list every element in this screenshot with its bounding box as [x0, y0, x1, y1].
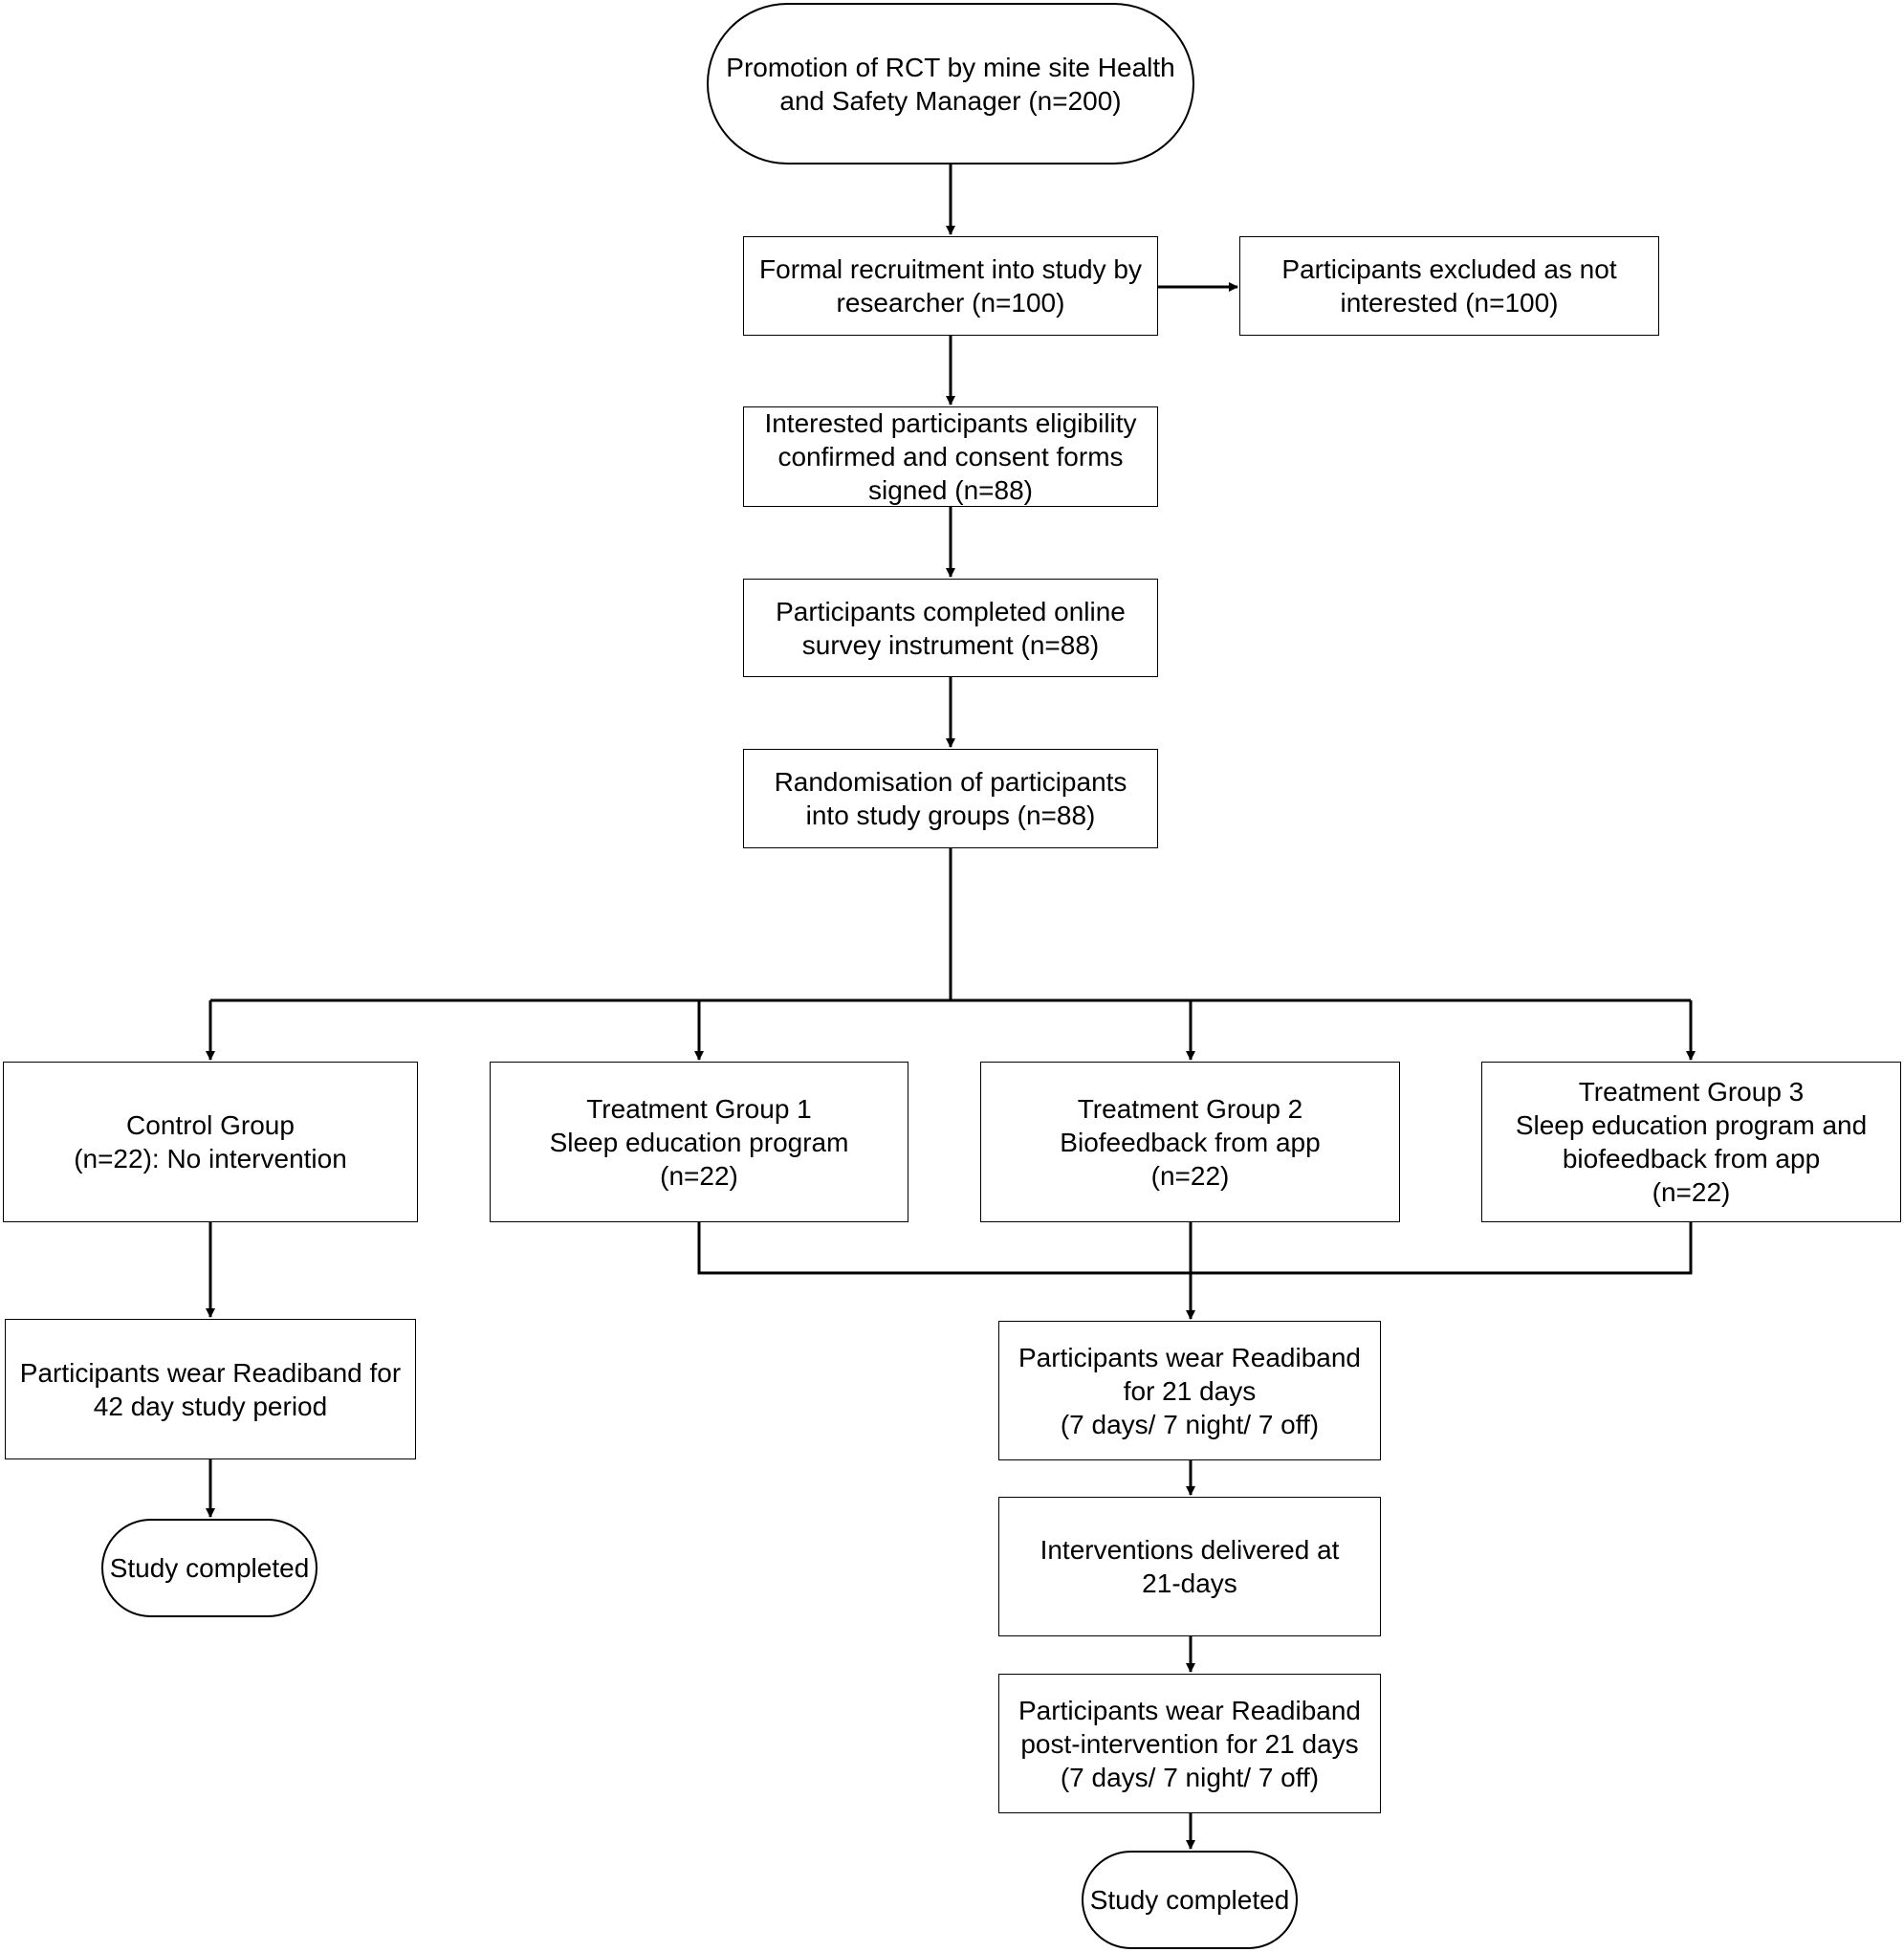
survey-node: Participants completed online survey ins…	[743, 579, 1158, 677]
eligibility-node: Interested participants eligibility conf…	[743, 406, 1158, 507]
randomisation-node: Randomisation of participants into study…	[743, 749, 1158, 848]
control-readiband-node: Participants wear Readiband for 42 day s…	[5, 1319, 416, 1459]
control-study-completed-node: Study completed	[101, 1519, 317, 1617]
treatment-group-3-node: Treatment Group 3 Sleep education progra…	[1481, 1062, 1901, 1222]
post-intervention-readiband-node: Participants wear Readiband post-interve…	[998, 1674, 1381, 1813]
control-group-node: Control Group (n=22): No intervention	[3, 1062, 418, 1222]
excluded-node: Participants excluded as not interested …	[1239, 236, 1659, 336]
treatment-study-completed-node: Study completed	[1082, 1851, 1298, 1949]
recruitment-node: Formal recruitment into study by researc…	[743, 236, 1158, 336]
promotion-node: Promotion of RCT by mine site Health and…	[707, 3, 1194, 164]
treatment-readiband-node: Participants wear Readiband for 21 days …	[998, 1321, 1381, 1460]
treatment-group-2-node: Treatment Group 2 Biofeedback from app (…	[980, 1062, 1400, 1222]
interventions-node: Interventions delivered at 21-days	[998, 1497, 1381, 1636]
line-treatments-merge	[697, 1222, 1693, 1275]
treatment-group-1-node: Treatment Group 1 Sleep education progra…	[490, 1062, 908, 1222]
